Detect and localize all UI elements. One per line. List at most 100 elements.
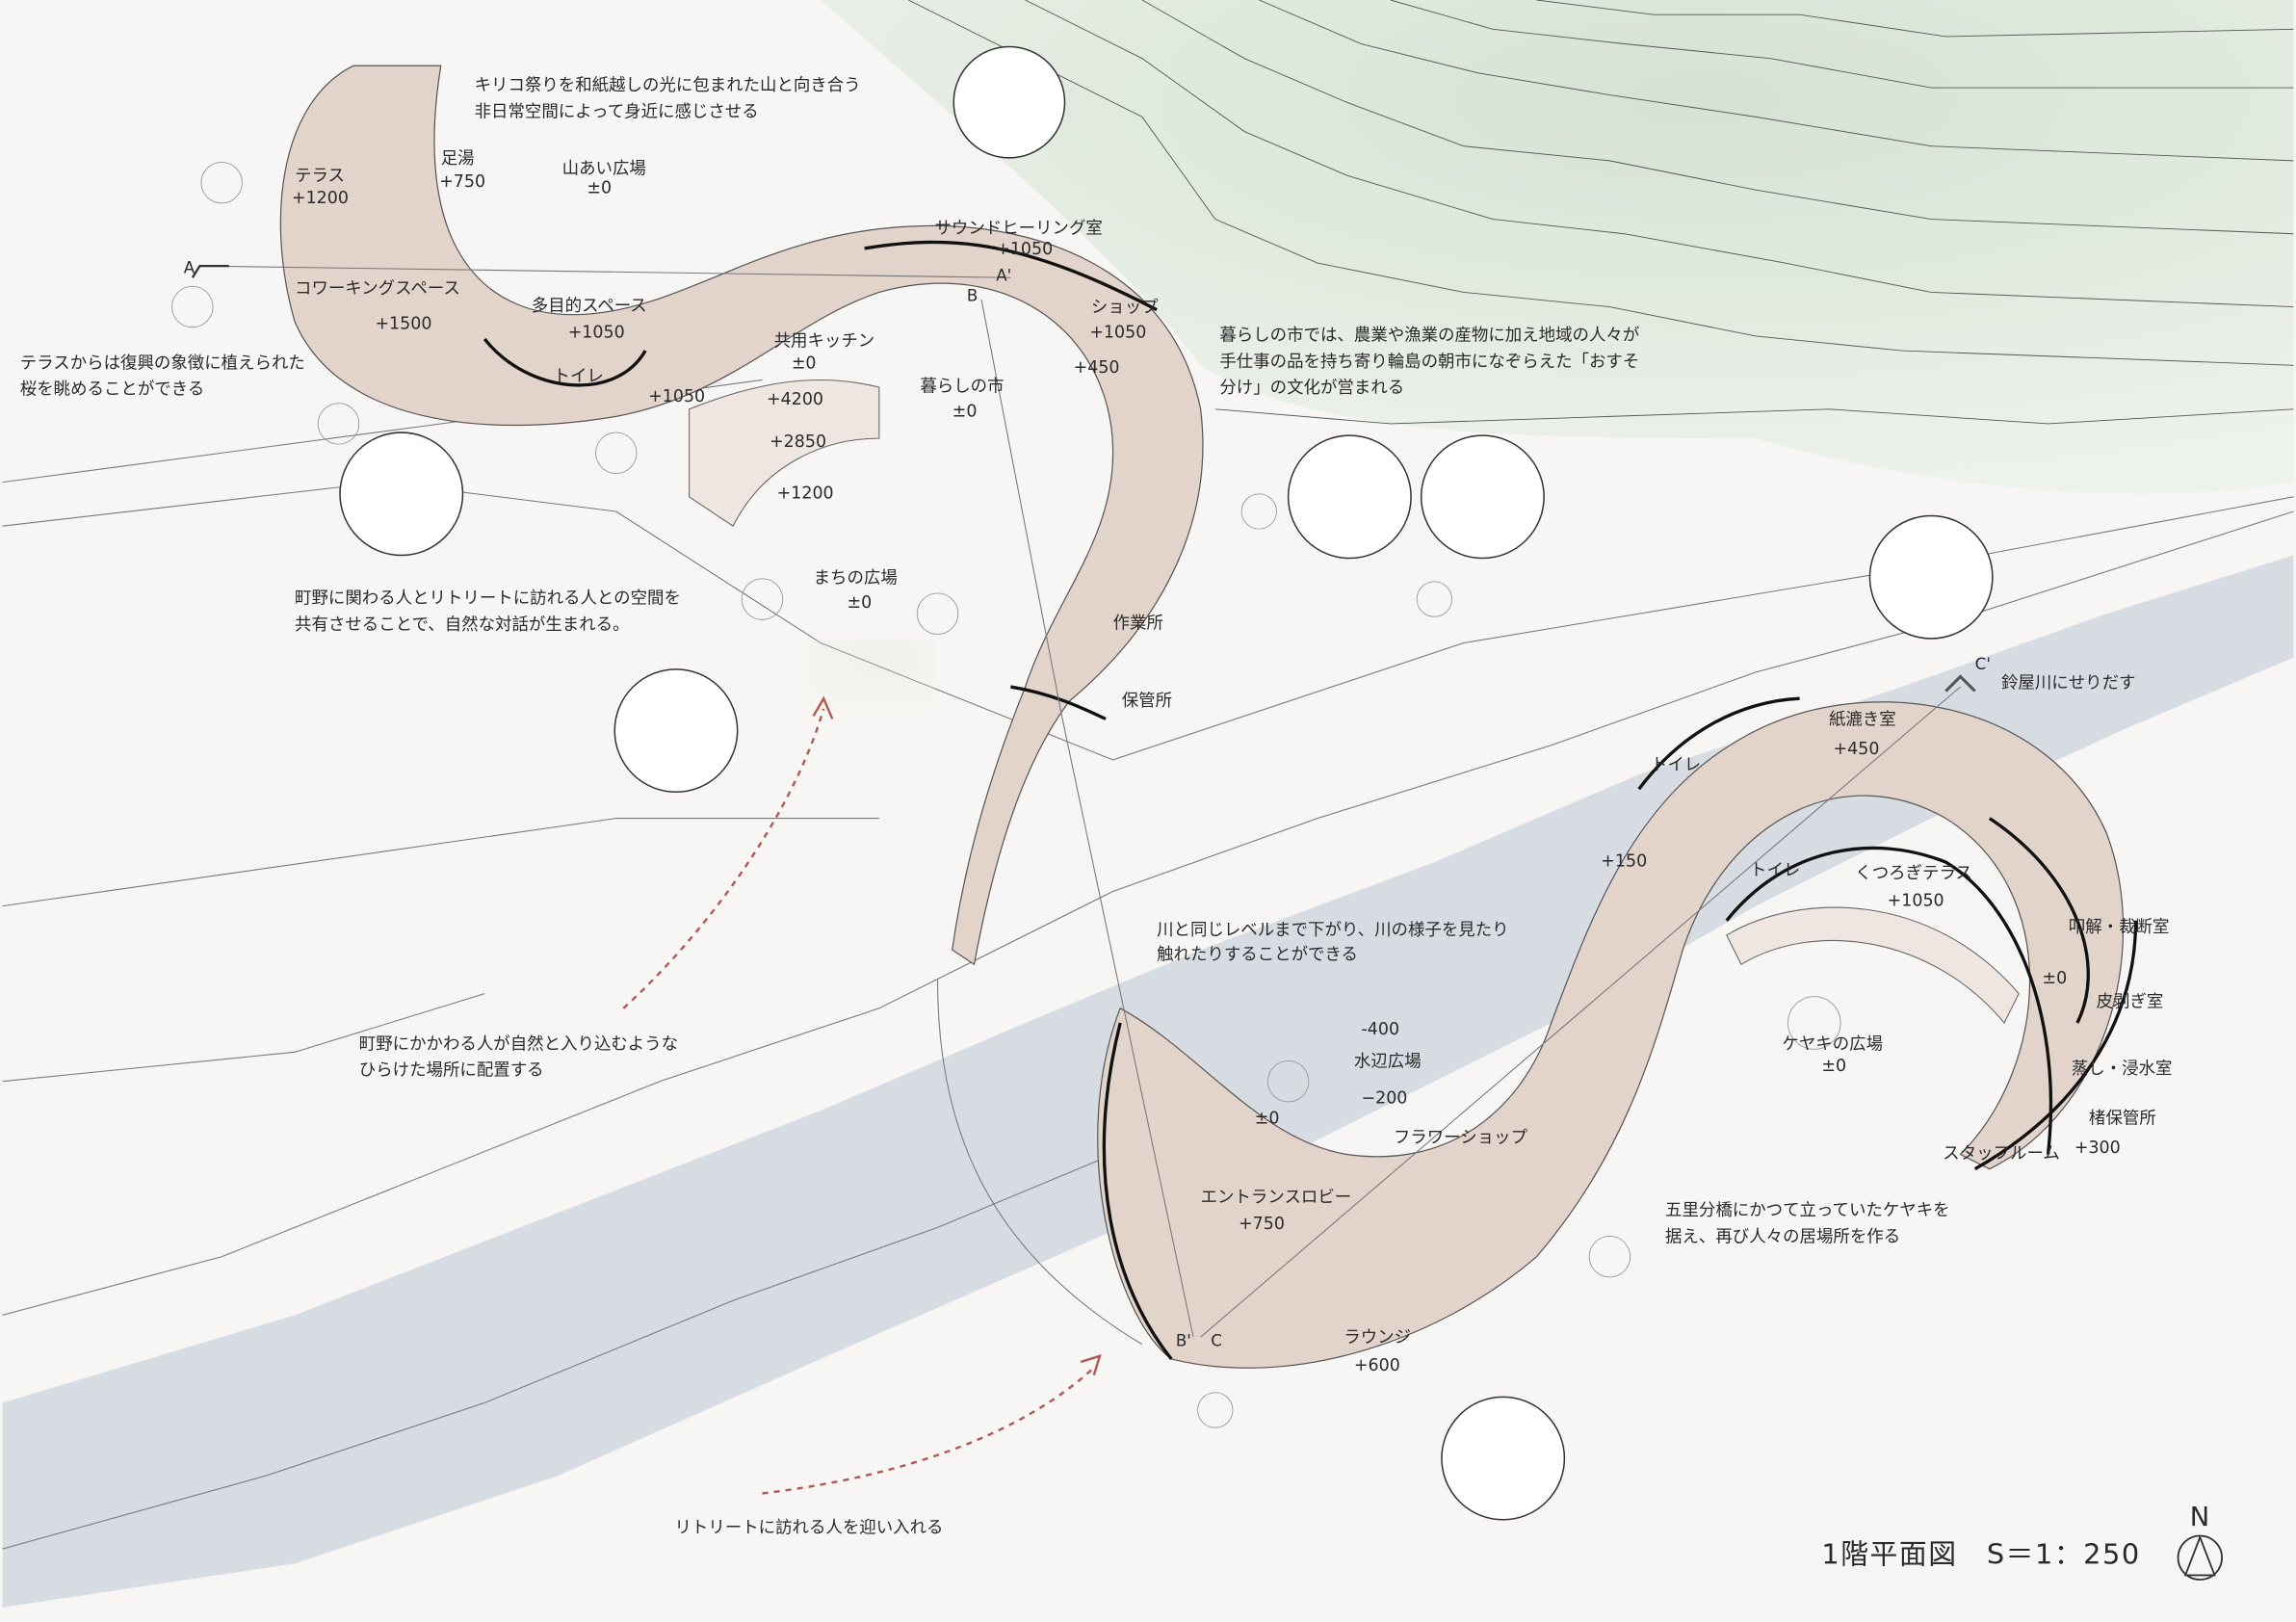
section-mark-a: A xyxy=(184,259,196,277)
section-line-a xyxy=(199,265,1011,278)
level-label: +750 xyxy=(439,172,485,192)
level-label: +1200 xyxy=(292,189,349,208)
room-label: ショップ xyxy=(1091,299,1159,318)
vignette-kiriko xyxy=(952,45,1066,159)
note-open-2: ひらけた場所に配置する xyxy=(359,1061,544,1081)
north-label: N xyxy=(2190,1503,2209,1532)
room-label: ラウンジ xyxy=(1344,1328,1411,1347)
room-label: ケヤキの広場 xyxy=(1782,1034,1883,1054)
level-label: +1050 xyxy=(1888,892,1944,911)
level-label: +600 xyxy=(1354,1356,1400,1375)
room-label: エントランスロビー xyxy=(1201,1189,1352,1208)
level-label: +1050 xyxy=(1089,323,1146,342)
room-label: テラス xyxy=(295,167,345,186)
level-label: −200 xyxy=(1361,1088,1407,1108)
level-label: +2850 xyxy=(770,432,826,452)
level-label: +750 xyxy=(1239,1215,1285,1234)
arrowhead-icon xyxy=(1080,1354,1102,1375)
plaza-crowd-pattern xyxy=(802,640,935,714)
arrow-to-entrance xyxy=(762,1365,1097,1495)
room-label: 水辺広場 xyxy=(1354,1052,1422,1071)
section-mark-b: B xyxy=(967,287,978,305)
room-label: 紙漉き室 xyxy=(1829,710,1896,729)
section-mark-c-icon xyxy=(1944,674,1976,693)
arrowhead-icon xyxy=(812,695,834,719)
level-label: -400 xyxy=(1361,1020,1399,1039)
arrow-to-plaza xyxy=(622,708,825,1009)
room-label: 保管所 xyxy=(1122,692,1172,711)
note-kiriko-2: 非日常空間によって身近に感じさせる xyxy=(475,102,759,121)
room-label: 山あい広場 xyxy=(562,160,646,179)
vignette-farming xyxy=(613,668,739,794)
section-mark-a-prime: A' xyxy=(996,266,1011,284)
drawing-title: 1階平面図 S＝1：250 xyxy=(1821,1537,2140,1570)
note-kiriko-1: キリコ祭りを和紙越しの光に包まれた山と向き合う xyxy=(475,76,861,95)
room-label: くつろぎテラス xyxy=(1855,864,1972,883)
note-river-1: 川と同じレベルまで下がり、川の様子を見たり xyxy=(1157,921,1509,940)
room-label: コワーキングスペース xyxy=(295,279,460,299)
level-label: ±0 xyxy=(792,353,817,373)
room-label: トイレ xyxy=(1750,861,1800,880)
note-suzuya: 鈴屋川にせりだす xyxy=(2001,674,2136,693)
room-label: スタッフルーム xyxy=(1943,1144,2060,1164)
level-label: ±0 xyxy=(587,178,612,197)
note-market-3: 分け」の文化が営まれる xyxy=(1219,379,1404,398)
level-label: ±0 xyxy=(952,402,978,421)
vignette-paper-making xyxy=(1868,514,1994,640)
room-label: 叩解・裁断室 xyxy=(2069,918,2170,937)
note-terrace-2: 桜を眺めることができる xyxy=(20,380,204,400)
section-line-c xyxy=(1200,686,1961,1338)
level-label: +1050 xyxy=(568,323,625,342)
section-mark-a-icon xyxy=(191,264,229,278)
level-label: ±0 xyxy=(1821,1057,1846,1076)
room-label: 足湯 xyxy=(441,149,475,169)
level-label: +1050 xyxy=(648,387,705,406)
level-label: +1050 xyxy=(996,240,1053,259)
room-label: 皮剥ぎ室 xyxy=(2097,992,2164,1011)
south-building xyxy=(937,696,2138,1369)
note-share-2: 共有させることで、自然な対話が生まれる。 xyxy=(295,615,630,635)
note-open-1: 町野にかかわる人が自然と入り込むような xyxy=(359,1034,678,1054)
room-label: 楮保管所 xyxy=(2089,1110,2156,1129)
room-label: 共用キッチン xyxy=(774,332,875,352)
level-label: +1200 xyxy=(777,484,834,503)
note-river-2: 触れたりすることができる xyxy=(1157,946,1358,965)
level-label: +1500 xyxy=(375,314,431,333)
room-label: 暮らしの市 xyxy=(920,378,1004,397)
note-market-1: 暮らしの市では、農業や漁業の産物に加え地域の人々が xyxy=(1219,326,1639,345)
room-label: 作業所 xyxy=(1113,614,1163,633)
level-label: +150 xyxy=(1601,852,1647,872)
note-market-2: 手仕事の品を持ち寄り輪島の朝市になぞらえた「おすそ xyxy=(1219,353,1639,372)
note-keyaki-2: 据え、再び人々の居場所を作る xyxy=(1665,1228,1900,1247)
hillside xyxy=(821,0,2294,494)
tree-icons xyxy=(171,161,1841,1428)
room-label: 多目的スペース xyxy=(532,297,647,316)
room-label: トイレ xyxy=(554,367,604,386)
room-label: トイレ xyxy=(1651,756,1701,775)
vignette-flower xyxy=(1441,1396,1566,1521)
level-label: +300 xyxy=(2074,1138,2121,1158)
section-mark-c-prime: C' xyxy=(1975,655,1991,673)
note-terrace-1: テラスからは復興の象徴に植えられた xyxy=(20,353,305,373)
level-label: +450 xyxy=(1074,358,1120,378)
room-label: フラワーショップ xyxy=(1394,1128,1528,1147)
north-arrow-icon xyxy=(2177,1534,2223,1581)
level-label: +450 xyxy=(1834,740,1880,759)
vignette-market-1 xyxy=(1287,434,1412,560)
room-label: まちの広場 xyxy=(814,568,898,588)
note-retreat: リトリートに訪れる人を迎い入れる xyxy=(674,1518,943,1537)
section-mark-b-prime: B' xyxy=(1176,1331,1191,1349)
level-label: ±0 xyxy=(847,593,872,613)
level-label: ±0 xyxy=(2042,969,2067,988)
vignette-market-2 xyxy=(1420,434,1545,560)
vignette-dialogue xyxy=(339,432,464,557)
note-share-1: 町野に関わる人とリトリートに訪れる人との空間を xyxy=(295,589,681,609)
room-label: サウンドヒーリング室 xyxy=(935,220,1103,239)
room-label: 蒸し・浸水室 xyxy=(2072,1060,2173,1079)
level-label: ±0 xyxy=(1255,1110,1280,1129)
north-building xyxy=(279,65,1204,966)
section-mark-c: C xyxy=(1211,1331,1222,1349)
level-label: +4200 xyxy=(767,390,823,409)
section-line-b xyxy=(980,299,1194,1338)
